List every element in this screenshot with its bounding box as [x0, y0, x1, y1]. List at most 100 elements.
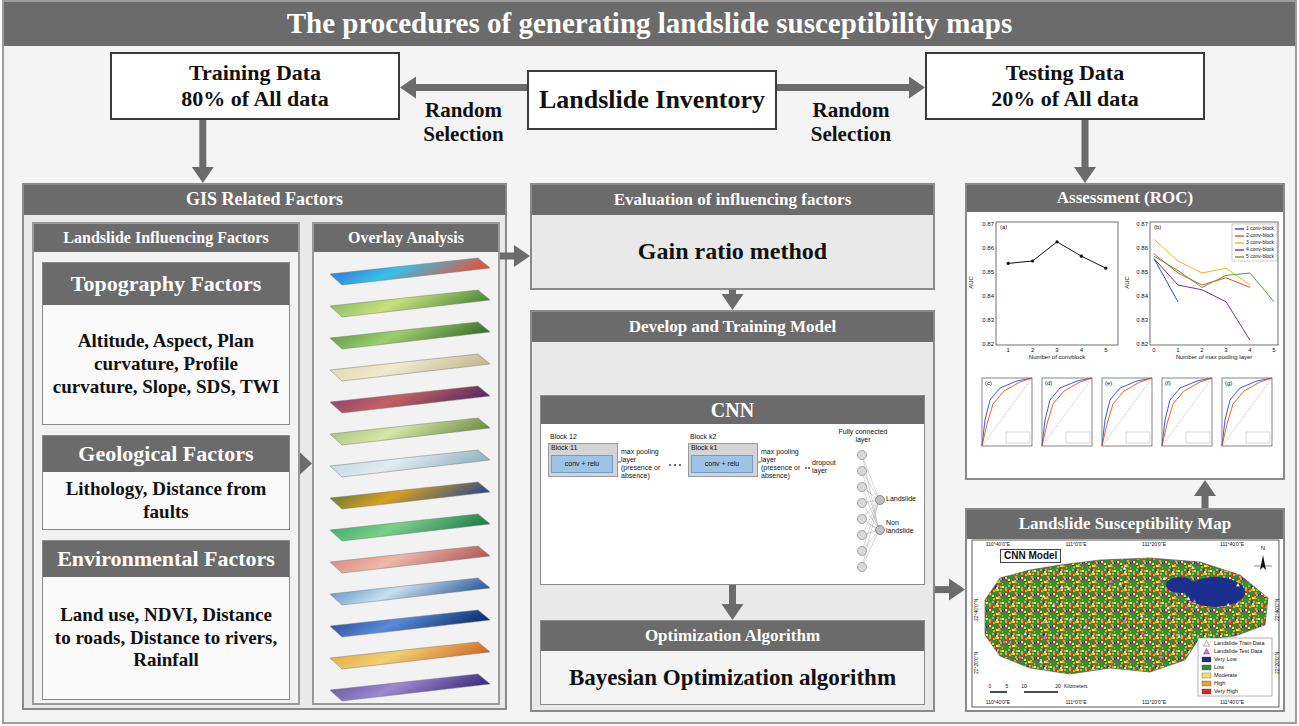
data-box: Training Data80% of All data [110, 52, 400, 120]
panel-heading: The procedures of generating landslide s… [287, 8, 1013, 40]
diagram-label: 111°0'0"E [1056, 542, 1096, 548]
diagram-label: 1 [1002, 347, 1014, 354]
diagram-label: Non landslide [886, 519, 924, 535]
legend-text: Low [1214, 664, 1271, 670]
connector-arrow [722, 585, 744, 620]
diagram-label: 4 [1244, 347, 1256, 354]
diagram-label: 110°40'0"E [978, 700, 1018, 706]
heading-bar: Geological Factors [43, 436, 289, 472]
process-panel: Optimization AlgorithmBayesian Optimizat… [540, 620, 925, 705]
node-text: conv + relu [705, 460, 739, 468]
process-panel: Evaluation of influencing factorsGain ra… [530, 183, 935, 290]
diagram-label: 0.82 [972, 341, 994, 348]
diagram-label: dropout layer [812, 459, 846, 475]
legend-text: Moderate [1214, 672, 1271, 678]
edge-label: Random Selection [402, 98, 526, 146]
diagram-label: (f) [1165, 380, 1179, 387]
diagram-label: 2 [1027, 347, 1039, 354]
diagram-label: 110°40'0"E [978, 542, 1018, 548]
diagram-label: Landslide [886, 495, 924, 503]
legend-swatch [1202, 689, 1211, 694]
diagram-label: 0.85 [972, 269, 994, 276]
factor-box: Environmental FactorsLand use, NDVI, Dis… [42, 540, 290, 700]
diagram-label: 111°40'0"E [1212, 700, 1252, 706]
layer-block: Block k1conv + relu [688, 443, 758, 477]
panel-heading: GIS Related Factors [186, 190, 343, 210]
diagram-label: 0.87 [1126, 221, 1148, 228]
heading-bar: Develop and Training Model [532, 312, 933, 342]
diagram-label: 22°20'0"N [1275, 643, 1281, 683]
factor-panel: GIS Related FactorsLandslide Influencing… [22, 183, 507, 710]
node-body: Training Data80% of All data [112, 54, 398, 118]
diagram-label: 0.83 [972, 317, 994, 324]
node-text: 20% of All data [991, 86, 1138, 112]
diagram-label: 2 [1196, 347, 1208, 354]
connector-arrow [300, 453, 312, 475]
factor-box: Topography FactorsAltitude, Aspect, Plan… [42, 262, 290, 425]
legend-text: 1 conv-block [1246, 226, 1277, 232]
legend-swatch [1235, 242, 1244, 243]
node-text: Altitude, Aspect, Plan curvature, Profil… [51, 330, 281, 398]
heading-bar: Overlay Analysis [314, 224, 498, 252]
node-body: conv + relu [552, 456, 612, 472]
data-box: Testing Data20% of All data [925, 52, 1205, 120]
diagram-label: Block k2 [690, 433, 730, 441]
susceptibility-map [972, 540, 1279, 707]
diagram-label: Number of max pooling layer [1150, 354, 1278, 361]
diagram-label: 5 [1100, 347, 1112, 354]
legend-swatch [1235, 256, 1244, 257]
diagram-label: CNN Model [1000, 549, 1061, 563]
layer-stack [330, 258, 490, 701]
panel-heading: Develop and Training Model [629, 318, 837, 337]
node-text: Land use, NDVI, Distance to roads, Dista… [51, 604, 281, 672]
diagram-label: AUC [968, 272, 975, 292]
panel-heading: Assessment (ROC) [1057, 189, 1193, 208]
node-text: Block 11 [551, 444, 615, 452]
diagram-label: 111°20'0"E [1134, 542, 1174, 548]
node-text: Landslide Inventory [539, 84, 765, 115]
diagram-label: (a) [1000, 224, 1016, 231]
node-body: Land use, NDVI, Distance to roads, Dista… [43, 577, 289, 699]
edge-label: Random Selection [789, 98, 913, 146]
legend-text: Very High [1214, 688, 1271, 694]
node-text: Testing Data [1006, 60, 1124, 86]
heading-bar: Landslide Influencing Factors [34, 224, 298, 252]
overlay-panel: Overlay Analysis [312, 222, 500, 705]
diagram-label: 0 [984, 684, 996, 690]
diagram-label: 0.84 [972, 293, 994, 300]
connector-arrow [777, 77, 925, 99]
panel-heading: Optimization Algorithm [645, 627, 820, 646]
node-text: Training Data [189, 60, 321, 86]
diagram-label: (g) [1225, 380, 1239, 387]
heading-bar: Assessment (ROC) [967, 185, 1283, 212]
node-body: Gain ratio method [532, 215, 933, 288]
conv-box: conv + relu [551, 455, 613, 473]
legend-swatch [1202, 681, 1211, 686]
diagram-label: 3 [1051, 347, 1063, 354]
connector-arrow [1194, 480, 1216, 508]
connector-arrow [400, 77, 527, 99]
diagram-label: 111°0'0"E [1056, 700, 1096, 706]
connector-arrow [1074, 120, 1096, 183]
cnn-panel: CNNBlock 11conv + reluBlock k1conv + rel… [540, 395, 925, 585]
diagram-label: 111°20'0"E [1134, 700, 1174, 706]
conv-box: conv + relu [691, 455, 753, 473]
heading-bar: Environmental Factors [43, 541, 289, 577]
panel-heading: Landslide Influencing Factors [63, 229, 268, 247]
legend-swatch [1235, 249, 1244, 250]
factor-box: Geological FactorsLithology, Distance fr… [42, 435, 290, 530]
heading-bar: CNN [541, 396, 924, 424]
legend-text: 5 conv-block [1246, 254, 1277, 260]
factor-group: Landslide Influencing FactorsTopography … [32, 222, 300, 705]
legend-marker [1204, 649, 1210, 655]
diagram-label: N [1258, 545, 1268, 552]
diagram-label: 0.82 [1126, 341, 1148, 348]
node-text: Lithology, Distance from faults [51, 478, 281, 524]
heading-bar: The procedures of generating landslide s… [4, 2, 1295, 46]
diagram-label: (e) [1105, 380, 1119, 387]
panel-heading: Environmental Factors [57, 547, 275, 571]
heading-bar: Landslide Susceptibility Map [967, 510, 1283, 539]
layer-block: Block 11 conv + relu [548, 443, 618, 477]
legend-swatch [1235, 235, 1244, 236]
